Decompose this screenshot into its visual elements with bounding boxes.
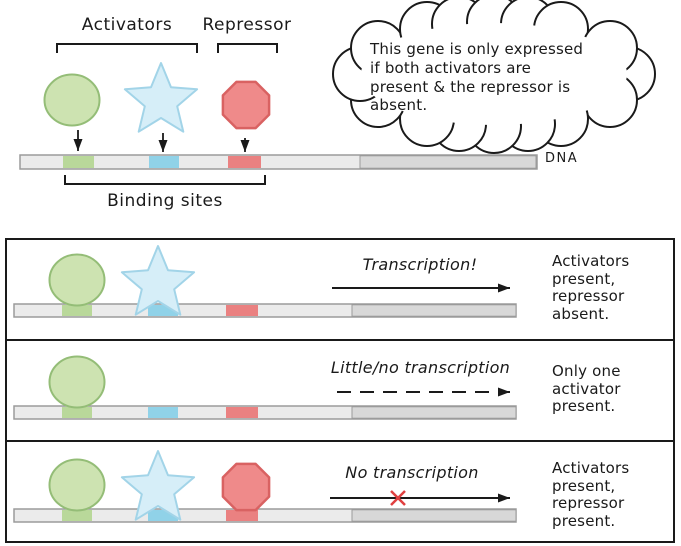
- activators-bracket: [56, 43, 198, 53]
- cloud-note-line: This gene is only expressed: [370, 40, 584, 58]
- panel-2-caption: Only one activator present.: [552, 362, 621, 416]
- cloud-note: This gene is only expressed if both acti…: [370, 40, 626, 115]
- dna-gene-region: [359, 155, 537, 169]
- binding-site-green: [63, 156, 94, 168]
- binding-site-blue: [149, 156, 179, 168]
- dna-label: DNA: [545, 151, 579, 166]
- repressor-label: Repressor: [202, 15, 292, 35]
- repressor-bracket: [217, 43, 278, 53]
- cloud-note-line: present & the repressor is: [370, 77, 571, 96]
- binding-sites-label: Binding sites: [107, 191, 223, 211]
- panel-little-transcription: [5, 339, 675, 442]
- activator-oval-icon: [43, 73, 101, 127]
- panel-3-caption: Activators present, repressor present.: [552, 459, 630, 531]
- little-transcription-arrow-label: Little/no transcription: [330, 358, 511, 377]
- cloud-note-line: absent.: [370, 96, 428, 115]
- activator-star-icon: [123, 62, 199, 133]
- transcription-arrow-label: Transcription!: [362, 255, 478, 274]
- scenario-panels: [5, 238, 675, 543]
- repressor-octagon-icon: [221, 80, 271, 130]
- binding-site-red: [228, 156, 261, 168]
- cloud-note-line: if both activators are: [370, 58, 532, 77]
- activators-label: Activators: [81, 15, 173, 35]
- panel-1-caption: Activators present, repressor absent.: [552, 252, 630, 324]
- binding-sites-bracket: [64, 175, 266, 185]
- no-transcription-arrow-label: No transcription: [345, 463, 479, 482]
- dna-strand: [19, 154, 538, 170]
- panel-transcription: [5, 238, 675, 341]
- panel-no-transcription: [5, 440, 675, 543]
